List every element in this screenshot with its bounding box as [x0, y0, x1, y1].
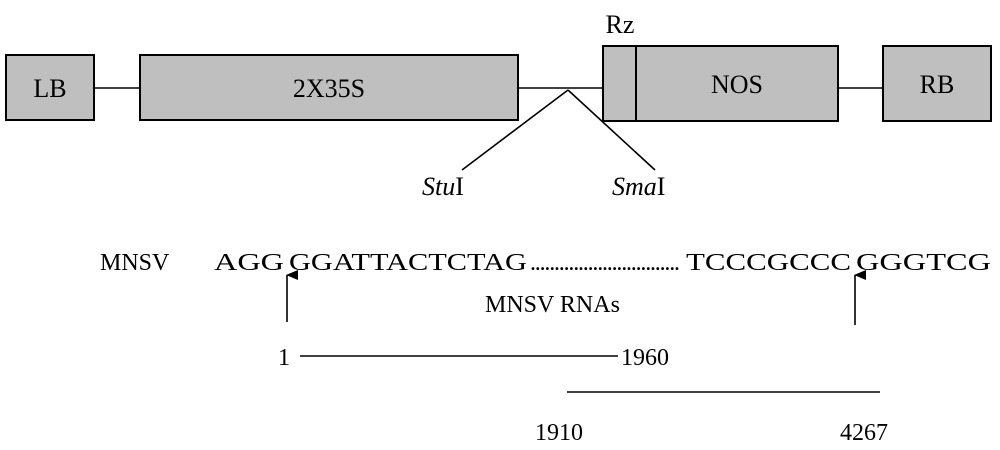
nos-label: NOS [711, 70, 763, 99]
fragment-2-start: 1910 [535, 420, 583, 446]
lb-label: LB [33, 74, 66, 103]
nos-box [635, 45, 839, 122]
seq-left-b: GGATTACTCTAG [289, 250, 527, 276]
sma-site-label: SmaI [612, 172, 665, 201]
stu-site-label: StuI [422, 172, 464, 201]
rb-label: RB [920, 70, 955, 99]
fragment-1-start: 1 [278, 345, 290, 371]
rna-label: MNSV RNAs [485, 292, 620, 318]
seq-dots: ............................... [530, 250, 680, 276]
rb-box [882, 45, 992, 122]
rz-box [602, 45, 637, 122]
seq-right-a: TCCCGCCC [686, 250, 851, 276]
lb-box [5, 54, 95, 121]
fragment-1-end: 1960 [621, 345, 669, 371]
fragment-2-end: 4267 [840, 420, 888, 446]
rz-label: Rz [606, 10, 635, 39]
seq-right-b: GGGTCG [856, 250, 991, 276]
promoter-label: 2X35S [293, 74, 365, 103]
stu-site-line [461, 89, 569, 171]
seq-left-a: AGG [214, 250, 284, 276]
sma-site-line [567, 89, 656, 171]
virus-label: MNSV [100, 250, 170, 276]
promoter-box [139, 54, 519, 121]
